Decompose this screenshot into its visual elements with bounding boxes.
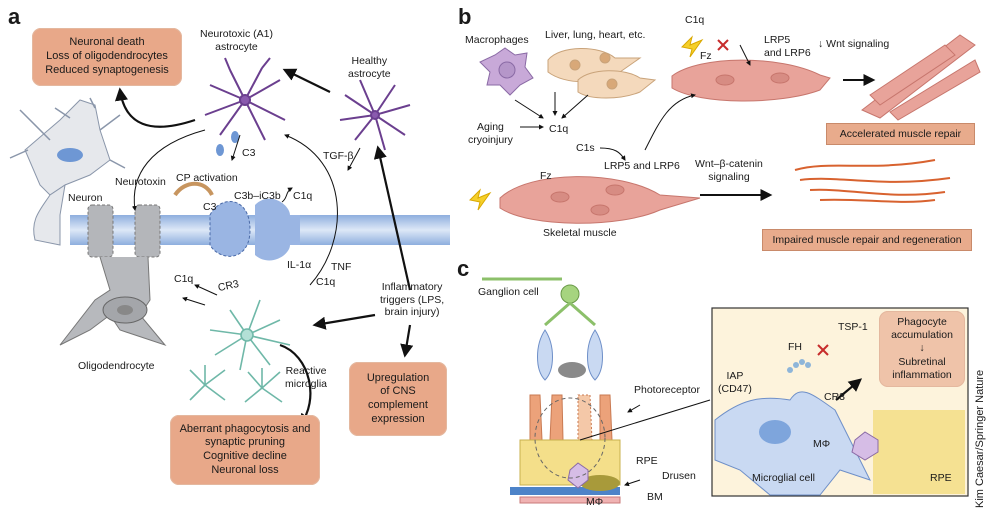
label-organs: Liver, lung, heart, etc.: [545, 29, 646, 41]
outcome-line: Reduced synaptogenesis: [45, 63, 169, 76]
panel-label-c: c: [457, 256, 470, 281]
regenerated-muscle: [861, 34, 981, 121]
label-c1q-synapse: C1q: [293, 190, 313, 202]
retina-layers: [482, 277, 621, 504]
label-c3b-ic3b: C3b–iC3b: [234, 190, 281, 202]
label-c3-astrocyte: C3: [242, 147, 256, 159]
injury-lightning-icon-2: [680, 35, 704, 58]
label-c3: C3: [203, 201, 217, 213]
reactive-microglia: [189, 299, 291, 403]
label-neurotoxic-astrocyte: Neurotoxic (A1) astrocyte: [200, 28, 273, 53]
label-cp-activation: CP activation: [176, 172, 238, 184]
label-macrophage-bottom: MΦ: [586, 496, 604, 508]
label-lrp-top: LRP5 and LRP6: [764, 34, 811, 59]
neuron-cell: [9, 97, 126, 246]
label-c1q: C1q: [549, 123, 569, 135]
organ-cells: [547, 48, 657, 99]
outcome-box-aberrant-phagocytosis: Aberrant phagocytosis and synaptic pruni…: [170, 415, 320, 485]
label-c1s: C1s: [576, 142, 595, 154]
label-drusen: Drusen: [662, 470, 696, 482]
label-c1q-cytokine: C1q: [316, 276, 336, 288]
label-ganglion-cell: Ganglion cell: [478, 286, 539, 298]
label-c1q-top: C1q: [685, 14, 705, 26]
label-reactive-microglia: Reactive microglia: [285, 365, 328, 390]
healthy-astrocyte: [339, 79, 411, 151]
label-bm: BM: [647, 491, 663, 503]
outcome-box-neuronal-death: Neuronal death Loss of oligodendrocytes …: [32, 28, 182, 86]
label-wnt-signaling-down: ↓ Wnt signaling: [818, 38, 890, 50]
label-inflammatory-triggers: Inflammatory triggers (LPS, brain injury…: [380, 281, 445, 319]
oligodendrocyte-cell: [59, 256, 167, 347]
label-tgf-beta: TGF-β: [323, 150, 354, 162]
panel-label-b: b: [458, 4, 472, 29]
skeletal-muscle-cells: [499, 176, 701, 224]
label-rpe-inset: RPE: [930, 472, 952, 484]
label-neurotoxin: Neurotoxin: [115, 176, 166, 188]
label-wnt-beta-catenin: Wnt–β-catenin signaling: [695, 158, 763, 183]
label-cr3-inset: CR3: [824, 391, 846, 403]
label-skeletal-muscle: Skeletal muscle: [543, 227, 617, 239]
panel-label-a: a: [8, 4, 21, 29]
outcome-line: Neuronal death: [69, 36, 145, 49]
label-macrophage-inset: MΦ: [813, 438, 831, 450]
label-fh: FH: [788, 341, 802, 353]
label-c1q-bottom: C1q: [174, 273, 194, 285]
fibrotic-muscle: [794, 159, 951, 203]
image-credit: Kim Caesar/Springer Nature: [974, 369, 986, 508]
outcome-box-upregulation: Upregulation of CNS complement expressio…: [349, 362, 447, 436]
outcome-line: Loss of oligodendrocytes: [46, 50, 168, 63]
label-fz: Fz: [540, 170, 552, 182]
label-tnf: TNF: [331, 261, 352, 273]
label-il1a: IL-1α: [287, 259, 312, 271]
label-oligodendrocyte: Oligodendrocyte: [78, 360, 155, 372]
label-microglial-cell: Microglial cell: [752, 472, 816, 484]
label-neuron: Neuron: [68, 192, 103, 204]
label-aging-cryoinjury: Aging cryoinjury: [468, 121, 513, 146]
label-tsp1: TSP-1: [838, 321, 868, 333]
label-macrophages: Macrophages: [465, 34, 529, 46]
label-iap-cd47: IAP (CD47): [718, 370, 752, 395]
label-healthy-astrocyte: Healthy astrocyte: [348, 55, 391, 80]
label-rpe: RPE: [636, 455, 658, 467]
outcome-box-impaired-repair: Impaired muscle repair and regeneration: [762, 229, 972, 251]
muscle-top-cells: [671, 59, 831, 102]
label-fz-top: Fz: [700, 50, 712, 62]
label-photoreceptor: Photoreceptor: [634, 384, 700, 396]
outcome-box-phagocyte: Phagocyte accumulation ↓ Subretinal infl…: [879, 311, 965, 387]
outcome-box-accelerated-repair: Accelerated muscle repair: [826, 123, 975, 145]
neurotoxic-astrocyte: [204, 57, 286, 141]
label-lrp5-lrp6: LRP5 and LRP6: [604, 160, 680, 172]
injury-lightning-icon: [468, 188, 492, 211]
